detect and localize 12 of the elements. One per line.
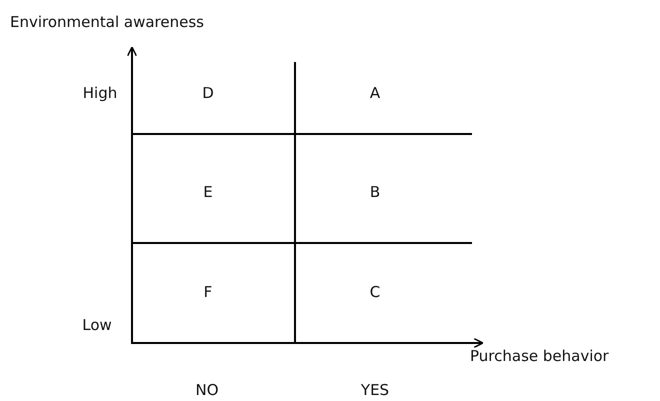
quadrant-label: A: [370, 84, 380, 102]
axis-tick-label: YES: [360, 381, 390, 399]
quadrant-label: C: [370, 283, 380, 301]
axis-title: Environmental awareness: [10, 13, 204, 31]
axis-title: Purchase behavior: [470, 347, 609, 365]
quadrant-label: E: [203, 183, 213, 201]
quadrant-label: D: [202, 84, 214, 102]
quadrant-label: F: [204, 283, 212, 301]
axis-tick-label: High: [82, 84, 118, 102]
quadrant-label: B: [370, 183, 380, 201]
axis-tick-label: Low: [82, 316, 112, 334]
axis-tick-label: NO: [195, 381, 219, 399]
